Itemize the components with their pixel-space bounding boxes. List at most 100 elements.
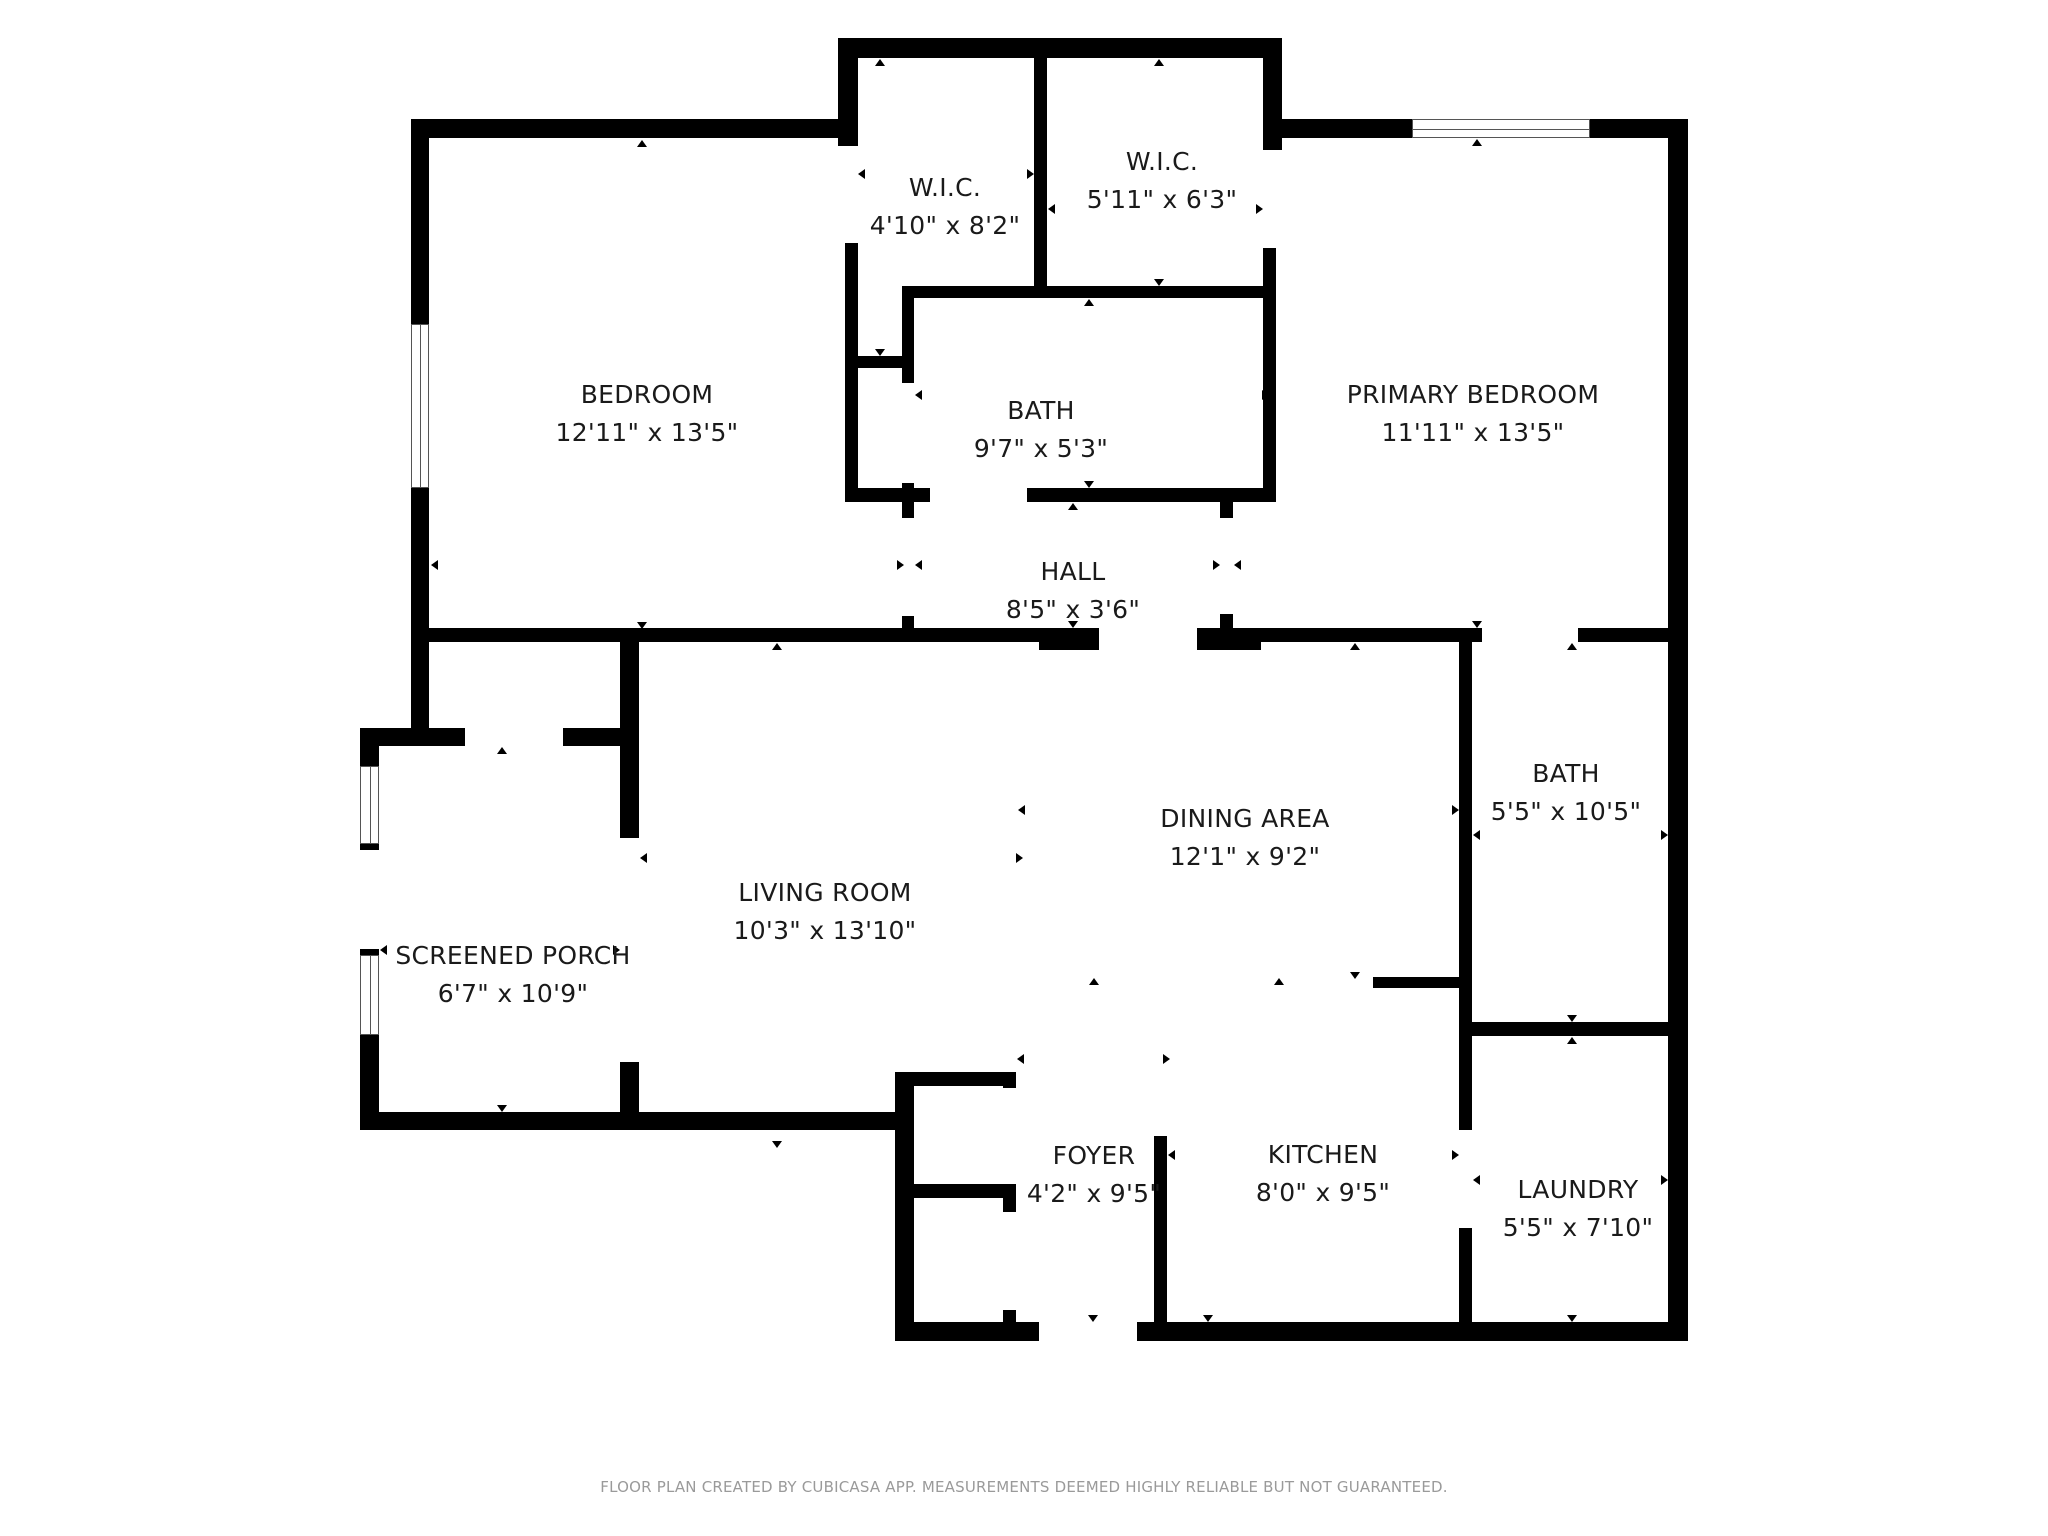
wall	[411, 119, 858, 138]
room-name: SCREENED PORCH	[395, 941, 631, 970]
measure-marker	[1027, 169, 1034, 179]
measure-marker	[1661, 830, 1668, 840]
wall	[895, 1072, 914, 1341]
disclaimer-footer: FLOOR PLAN CREATED BY CUBICASA APP. MEAS…	[600, 1478, 1448, 1496]
room-laundry: LAUNDRY 5'5" x 7'10"	[1503, 1171, 1654, 1247]
room-dimensions: 8'5" x 3'6"	[1005, 595, 1141, 624]
room-name: BATH	[1532, 759, 1600, 788]
wall	[845, 488, 930, 502]
measure-marker	[1661, 1175, 1668, 1185]
wall	[895, 1072, 1016, 1086]
measure-marker	[1668, 560, 1675, 570]
wall	[1003, 1184, 1016, 1212]
room-wic-1: W.I.C. 4'10" x 8'2"	[870, 169, 1021, 245]
room-name: W.I.C.	[908, 173, 982, 202]
measure-marker	[1017, 1054, 1024, 1064]
room-screened-porch: SCREENED PORCH 6'7" x 10'9"	[395, 937, 630, 1013]
measure-marker	[772, 1141, 782, 1148]
wall	[845, 243, 858, 502]
room-dining-area: DINING AREA 12'1" x 9'2"	[1160, 800, 1329, 876]
measure-marker	[1018, 805, 1025, 815]
measure-marker	[1567, 643, 1577, 650]
measure-marker	[1088, 1315, 1098, 1322]
measure-marker	[1016, 853, 1023, 863]
wall	[411, 628, 1482, 642]
room-name: KITCHEN	[1267, 1140, 1379, 1169]
measure-marker	[915, 560, 922, 570]
wall	[1003, 1072, 1016, 1088]
measure-marker	[1567, 1315, 1577, 1322]
measure-marker	[1089, 978, 1099, 985]
wall	[1668, 119, 1688, 1341]
measure-marker	[1084, 299, 1094, 306]
measure-marker	[1262, 390, 1269, 400]
wall	[1459, 628, 1472, 1130]
measure-marker	[875, 59, 885, 66]
wall	[1154, 1136, 1167, 1331]
window	[360, 766, 379, 844]
door-opening	[1099, 628, 1197, 650]
window	[1412, 119, 1590, 138]
wall	[1373, 977, 1472, 988]
measure-marker	[497, 747, 507, 754]
wall	[845, 356, 914, 368]
wall	[360, 728, 465, 746]
measure-marker	[1473, 1175, 1480, 1185]
measure-marker	[1473, 830, 1480, 840]
room-dimensions: 4'2" x 9'5"	[1026, 1179, 1162, 1208]
measure-marker	[637, 140, 647, 147]
room-dimensions: 12'1" x 9'2"	[1169, 842, 1321, 871]
measure-marker	[1048, 204, 1055, 214]
wall	[360, 844, 379, 850]
room-dimensions: 12'11" x 13'5"	[555, 418, 739, 447]
room-name: BEDROOM	[580, 380, 714, 409]
measure-marker	[431, 560, 438, 570]
measure-marker	[1203, 1315, 1213, 1322]
wall	[1590, 119, 1688, 138]
wall	[902, 286, 1276, 298]
window	[411, 324, 429, 488]
measure-marker	[1567, 1015, 1577, 1022]
measure-marker	[1472, 139, 1482, 146]
measure-marker	[1234, 560, 1241, 570]
wall	[1027, 488, 1276, 502]
room-kitchen: KITCHEN 8'0" x 9'5"	[1256, 1136, 1390, 1212]
measure-marker	[1168, 1150, 1175, 1160]
measure-marker	[1274, 978, 1284, 985]
room-dimensions: 6'7" x 10'9"	[437, 979, 589, 1008]
room-bath-1: BATH 9'7" x 5'3"	[974, 392, 1108, 468]
wall	[411, 119, 429, 324]
measure-marker	[1163, 1054, 1170, 1064]
room-dimensions: 8'0" x 9'5"	[1255, 1178, 1391, 1207]
wall	[1276, 119, 1412, 138]
measure-marker	[380, 945, 387, 955]
measure-marker	[1213, 560, 1220, 570]
room-dimensions: 5'5" x 7'10"	[1502, 1213, 1654, 1242]
wall	[838, 38, 1282, 58]
room-hall: HALL 8'5" x 3'6"	[1006, 553, 1140, 629]
room-name: DINING AREA	[1160, 804, 1330, 833]
room-name: FOYER	[1052, 1141, 1136, 1170]
wall	[1197, 636, 1261, 650]
wall	[1034, 38, 1047, 298]
wall	[1459, 1228, 1472, 1331]
wall	[360, 1112, 914, 1130]
measure-marker	[1452, 1150, 1459, 1160]
measure-marker	[858, 169, 865, 179]
wall	[620, 628, 639, 838]
room-name: PRIMARY BEDROOM	[1346, 380, 1600, 409]
room-name: BATH	[1007, 396, 1075, 425]
room-bath-2: BATH 5'5" x 10'5"	[1491, 755, 1642, 831]
room-name: W.I.C.	[1125, 147, 1199, 176]
measure-marker	[640, 853, 647, 863]
measure-marker	[915, 390, 922, 400]
wall	[1039, 636, 1099, 650]
room-wic-2: W.I.C. 5'11" x 6'3"	[1087, 143, 1238, 219]
room-dimensions: 5'11" x 6'3"	[1086, 185, 1238, 214]
measure-marker	[1452, 805, 1459, 815]
room-dimensions: 10'3" x 13'10"	[733, 916, 917, 945]
measure-marker	[1068, 503, 1078, 510]
measure-marker	[1068, 621, 1078, 628]
room-bedroom: BEDROOM 12'11" x 13'5"	[556, 376, 739, 452]
measure-marker	[497, 1105, 507, 1112]
